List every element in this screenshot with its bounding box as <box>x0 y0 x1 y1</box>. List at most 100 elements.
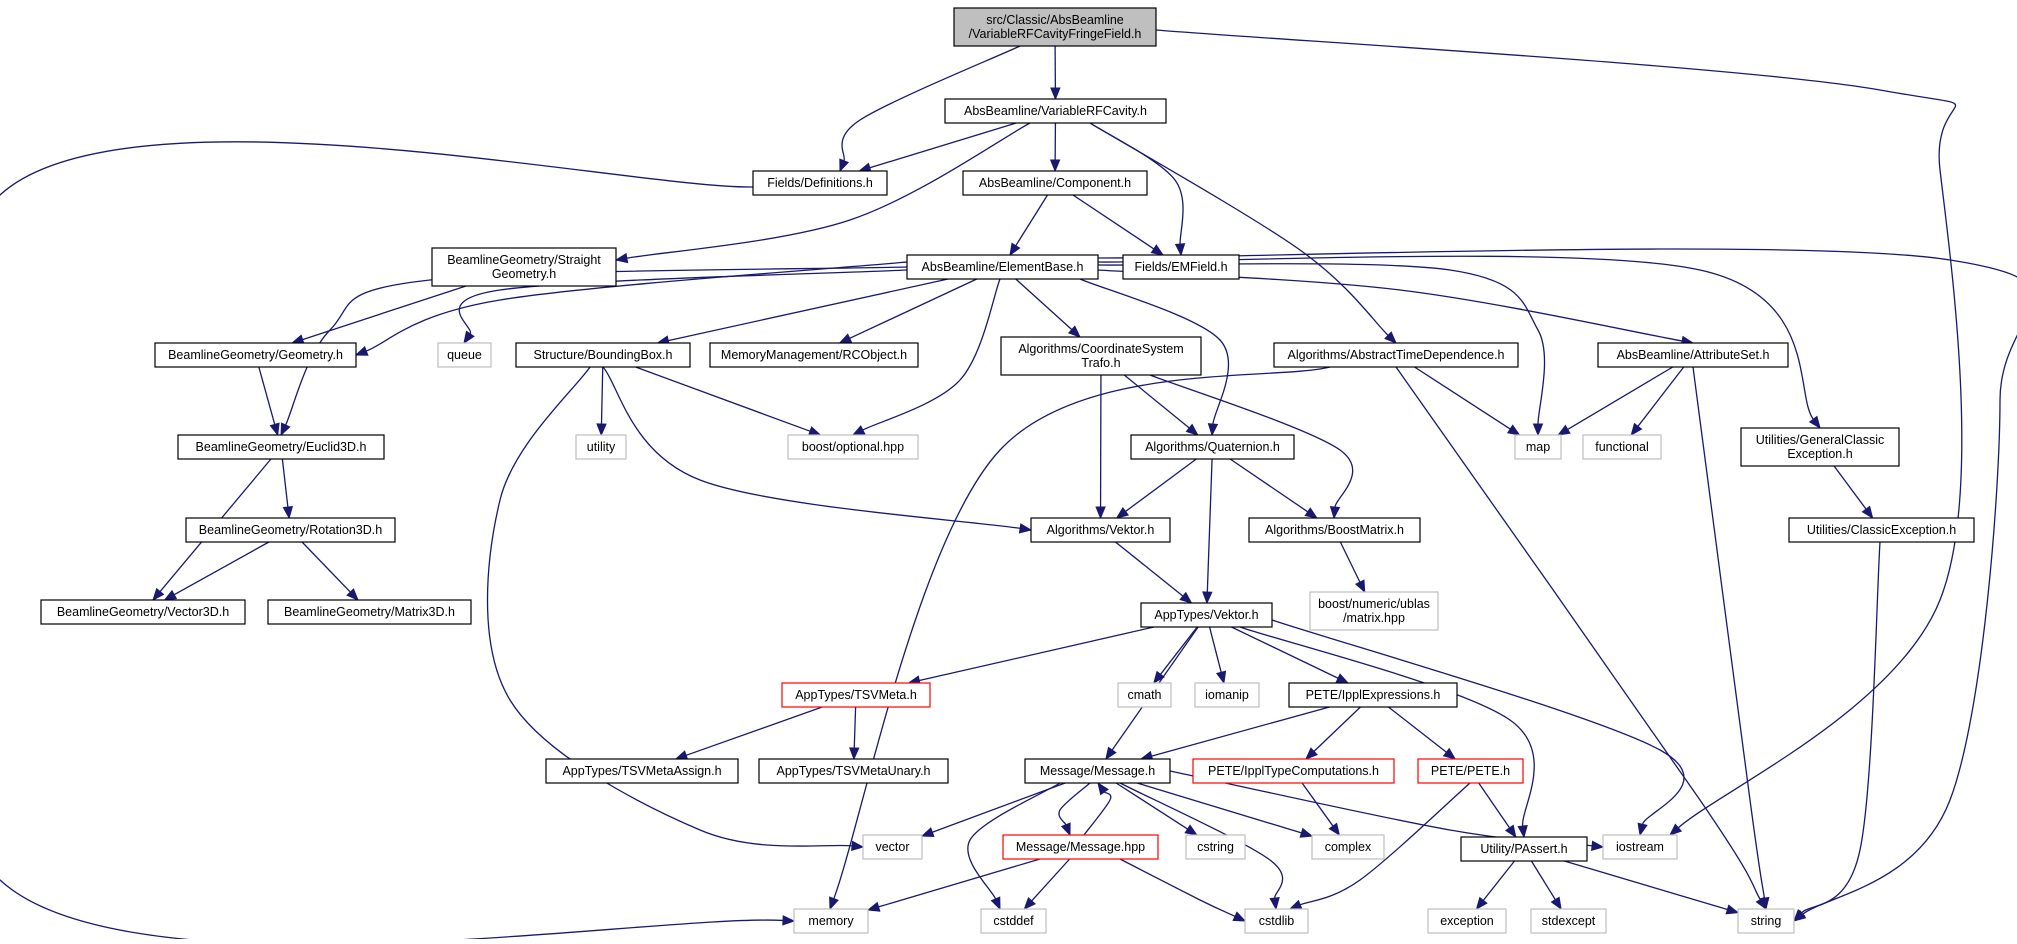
node-ipplexpr[interactable]: PETE/IpplExpressions.h <box>1289 683 1457 707</box>
node-memory[interactable]: memory <box>794 909 868 933</box>
edge-comp-to-emfield <box>1073 195 1163 255</box>
node-attrset[interactable]: AbsBeamline/AttributeSet.h <box>1598 343 1788 367</box>
node-cstring[interactable]: cstring <box>1186 835 1245 859</box>
node-ublas[interactable]: boost/numeric/ublas/matrix.hpp <box>1310 592 1438 630</box>
node-appvektor[interactable]: AppTypes/Vektor.h <box>1141 603 1272 627</box>
node-iostream[interactable]: iostream <box>1603 835 1677 859</box>
edge-line <box>302 542 350 592</box>
edge-line <box>636 367 810 431</box>
node-label: functional <box>1595 440 1649 454</box>
node-label: Message/Message.hpp <box>1016 840 1145 854</box>
node-rcobj[interactable]: MemoryManagement/RCObject.h <box>710 343 918 367</box>
node-label: Trafo.h <box>1081 356 1120 370</box>
node-algvektor[interactable]: Algorithms/Vektor.h <box>1031 518 1170 542</box>
node-bmatrix[interactable]: Algorithms/BoostMatrix.h <box>1249 518 1420 542</box>
edge-appvektor-to-passert <box>1240 627 1534 837</box>
node-passert[interactable]: Utility/PAssert.h <box>1461 837 1587 861</box>
arrowhead <box>922 828 934 836</box>
node-queue[interactable]: queue <box>438 343 491 367</box>
node-label: AbsBeamline/Component.h <box>979 176 1131 190</box>
edge-line <box>1016 195 1048 246</box>
node-msgh[interactable]: Message/Message.h <box>1025 759 1170 783</box>
arrowhead <box>1444 749 1455 759</box>
node-label: AbsBeamline/ElementBase.h <box>922 260 1084 274</box>
edge-appvektor-to-ipplexpr <box>1231 627 1348 683</box>
edge-varrf-to-defs <box>859 123 1016 172</box>
node-abstd[interactable]: Algorithms/AbstractTimeDependence.h <box>1274 343 1518 367</box>
node-label: Fields/Definitions.h <box>767 176 873 190</box>
node-ce[interactable]: Utilities/ClassicException.h <box>1789 518 1974 542</box>
edge-line <box>282 459 288 507</box>
node-mat3d[interactable]: BeamlineGeometry/Matrix3D.h <box>268 600 471 624</box>
edge-root-to-varrf <box>1051 46 1060 99</box>
arrowhead <box>281 423 290 435</box>
arrowhead <box>356 347 368 355</box>
node-quat[interactable]: Algorithms/Quaternion.h <box>1131 435 1294 459</box>
node-label: Algorithms/Quaternion.h <box>1145 440 1280 454</box>
edge-elembase-to-string <box>1098 249 2017 921</box>
node-ippltype[interactable]: PETE/IpplTypeComputations.h <box>1193 759 1394 783</box>
node-varrf[interactable]: AbsBeamline/VariableRFCavity.h <box>945 99 1166 123</box>
node-root[interactable]: src/Classic/AbsBeamline/VariableRFCavity… <box>954 8 1156 46</box>
node-map[interactable]: map <box>1515 435 1561 459</box>
edge-rot3d-to-vec3d <box>165 542 269 600</box>
arrowhead <box>1558 426 1570 435</box>
arrowhead <box>1330 507 1339 518</box>
node-emfield[interactable]: Fields/EMField.h <box>1123 255 1239 279</box>
edges-layer <box>0 30 2017 939</box>
node-cmath[interactable]: cmath <box>1118 683 1171 707</box>
node-label: BeamlineGeometry/Matrix3D.h <box>284 605 455 619</box>
node-utility[interactable]: utility <box>576 435 626 459</box>
node-vec3d[interactable]: BeamlineGeometry/Vector3D.h <box>41 600 245 624</box>
node-peteh[interactable]: PETE/PETE.h <box>1418 759 1523 783</box>
node-iomanip[interactable]: iomanip <box>1195 683 1259 707</box>
node-cstddef[interactable]: cstddef <box>981 909 1046 933</box>
arrowhead <box>1508 425 1520 435</box>
edge-line <box>1098 249 2017 914</box>
node-tsvassign[interactable]: AppTypes/TSVMetaAssign.h <box>546 759 738 783</box>
node-defs[interactable]: Fields/Definitions.h <box>753 171 887 195</box>
node-stdexcept[interactable]: stdexcept <box>1531 909 1606 933</box>
node-functional[interactable]: functional <box>1583 435 1661 459</box>
node-tsvmeta[interactable]: AppTypes/TSVMeta.h <box>782 683 930 707</box>
edge-attrset-to-functional <box>1631 367 1683 435</box>
arrowhead <box>1638 823 1647 835</box>
edge-line <box>1152 707 1330 756</box>
node-label: string <box>1751 914 1782 928</box>
edge-abstd-to-map <box>1415 367 1520 435</box>
arrowhead <box>1862 506 1872 518</box>
node-tsvunary[interactable]: AppTypes/TSVMetaUnary.h <box>759 759 948 783</box>
node-msghpp[interactable]: Message/Message.hpp <box>1003 835 1158 859</box>
node-geometry[interactable]: BeamlineGeometry/Geometry.h <box>155 343 356 367</box>
node-label: Algorithms/CoordinateSystem <box>1018 342 1183 356</box>
edge-coordtrafo-to-quat <box>1124 375 1198 435</box>
node-complex[interactable]: complex <box>1312 835 1384 859</box>
edge-bbox-to-utility <box>597 367 606 435</box>
edge-appvektor-to-cmath <box>1154 627 1197 683</box>
node-comp[interactable]: AbsBeamline/Component.h <box>963 171 1147 195</box>
edge-peteh-to-passert <box>1479 783 1516 837</box>
edge-attrset-to-map <box>1558 367 1673 435</box>
node-bbox[interactable]: Structure/BoundingBox.h <box>516 343 690 367</box>
node-string[interactable]: string <box>1738 909 1794 933</box>
arrowhead <box>1010 243 1020 255</box>
node-optional[interactable]: boost/optional.hpp <box>788 435 918 459</box>
node-rot3d[interactable]: BeamlineGeometry/Rotation3D.h <box>186 518 395 542</box>
node-exception[interactable]: exception <box>1428 909 1506 933</box>
node-cstdlib[interactable]: cstdlib <box>1245 909 1308 933</box>
node-label: BeamlineGeometry/Rotation3D.h <box>199 523 382 537</box>
edge-line <box>1396 367 1760 900</box>
arrowhead <box>1203 592 1212 603</box>
node-elembase[interactable]: AbsBeamline/ElementBase.h <box>907 255 1098 279</box>
node-euclid[interactable]: BeamlineGeometry/Euclid3D.h <box>178 435 384 459</box>
node-vector[interactable]: vector <box>863 835 922 859</box>
edge-comp-to-elembase <box>1010 195 1048 255</box>
node-label: AbsBeamline/VariableRFCavity.h <box>964 104 1147 118</box>
edge-rot3d-to-mat3d <box>302 542 358 600</box>
edge-varrf-to-comp <box>1051 123 1060 171</box>
arrowhead <box>1356 580 1365 592</box>
node-label: src/Classic/AbsBeamline <box>986 13 1124 27</box>
